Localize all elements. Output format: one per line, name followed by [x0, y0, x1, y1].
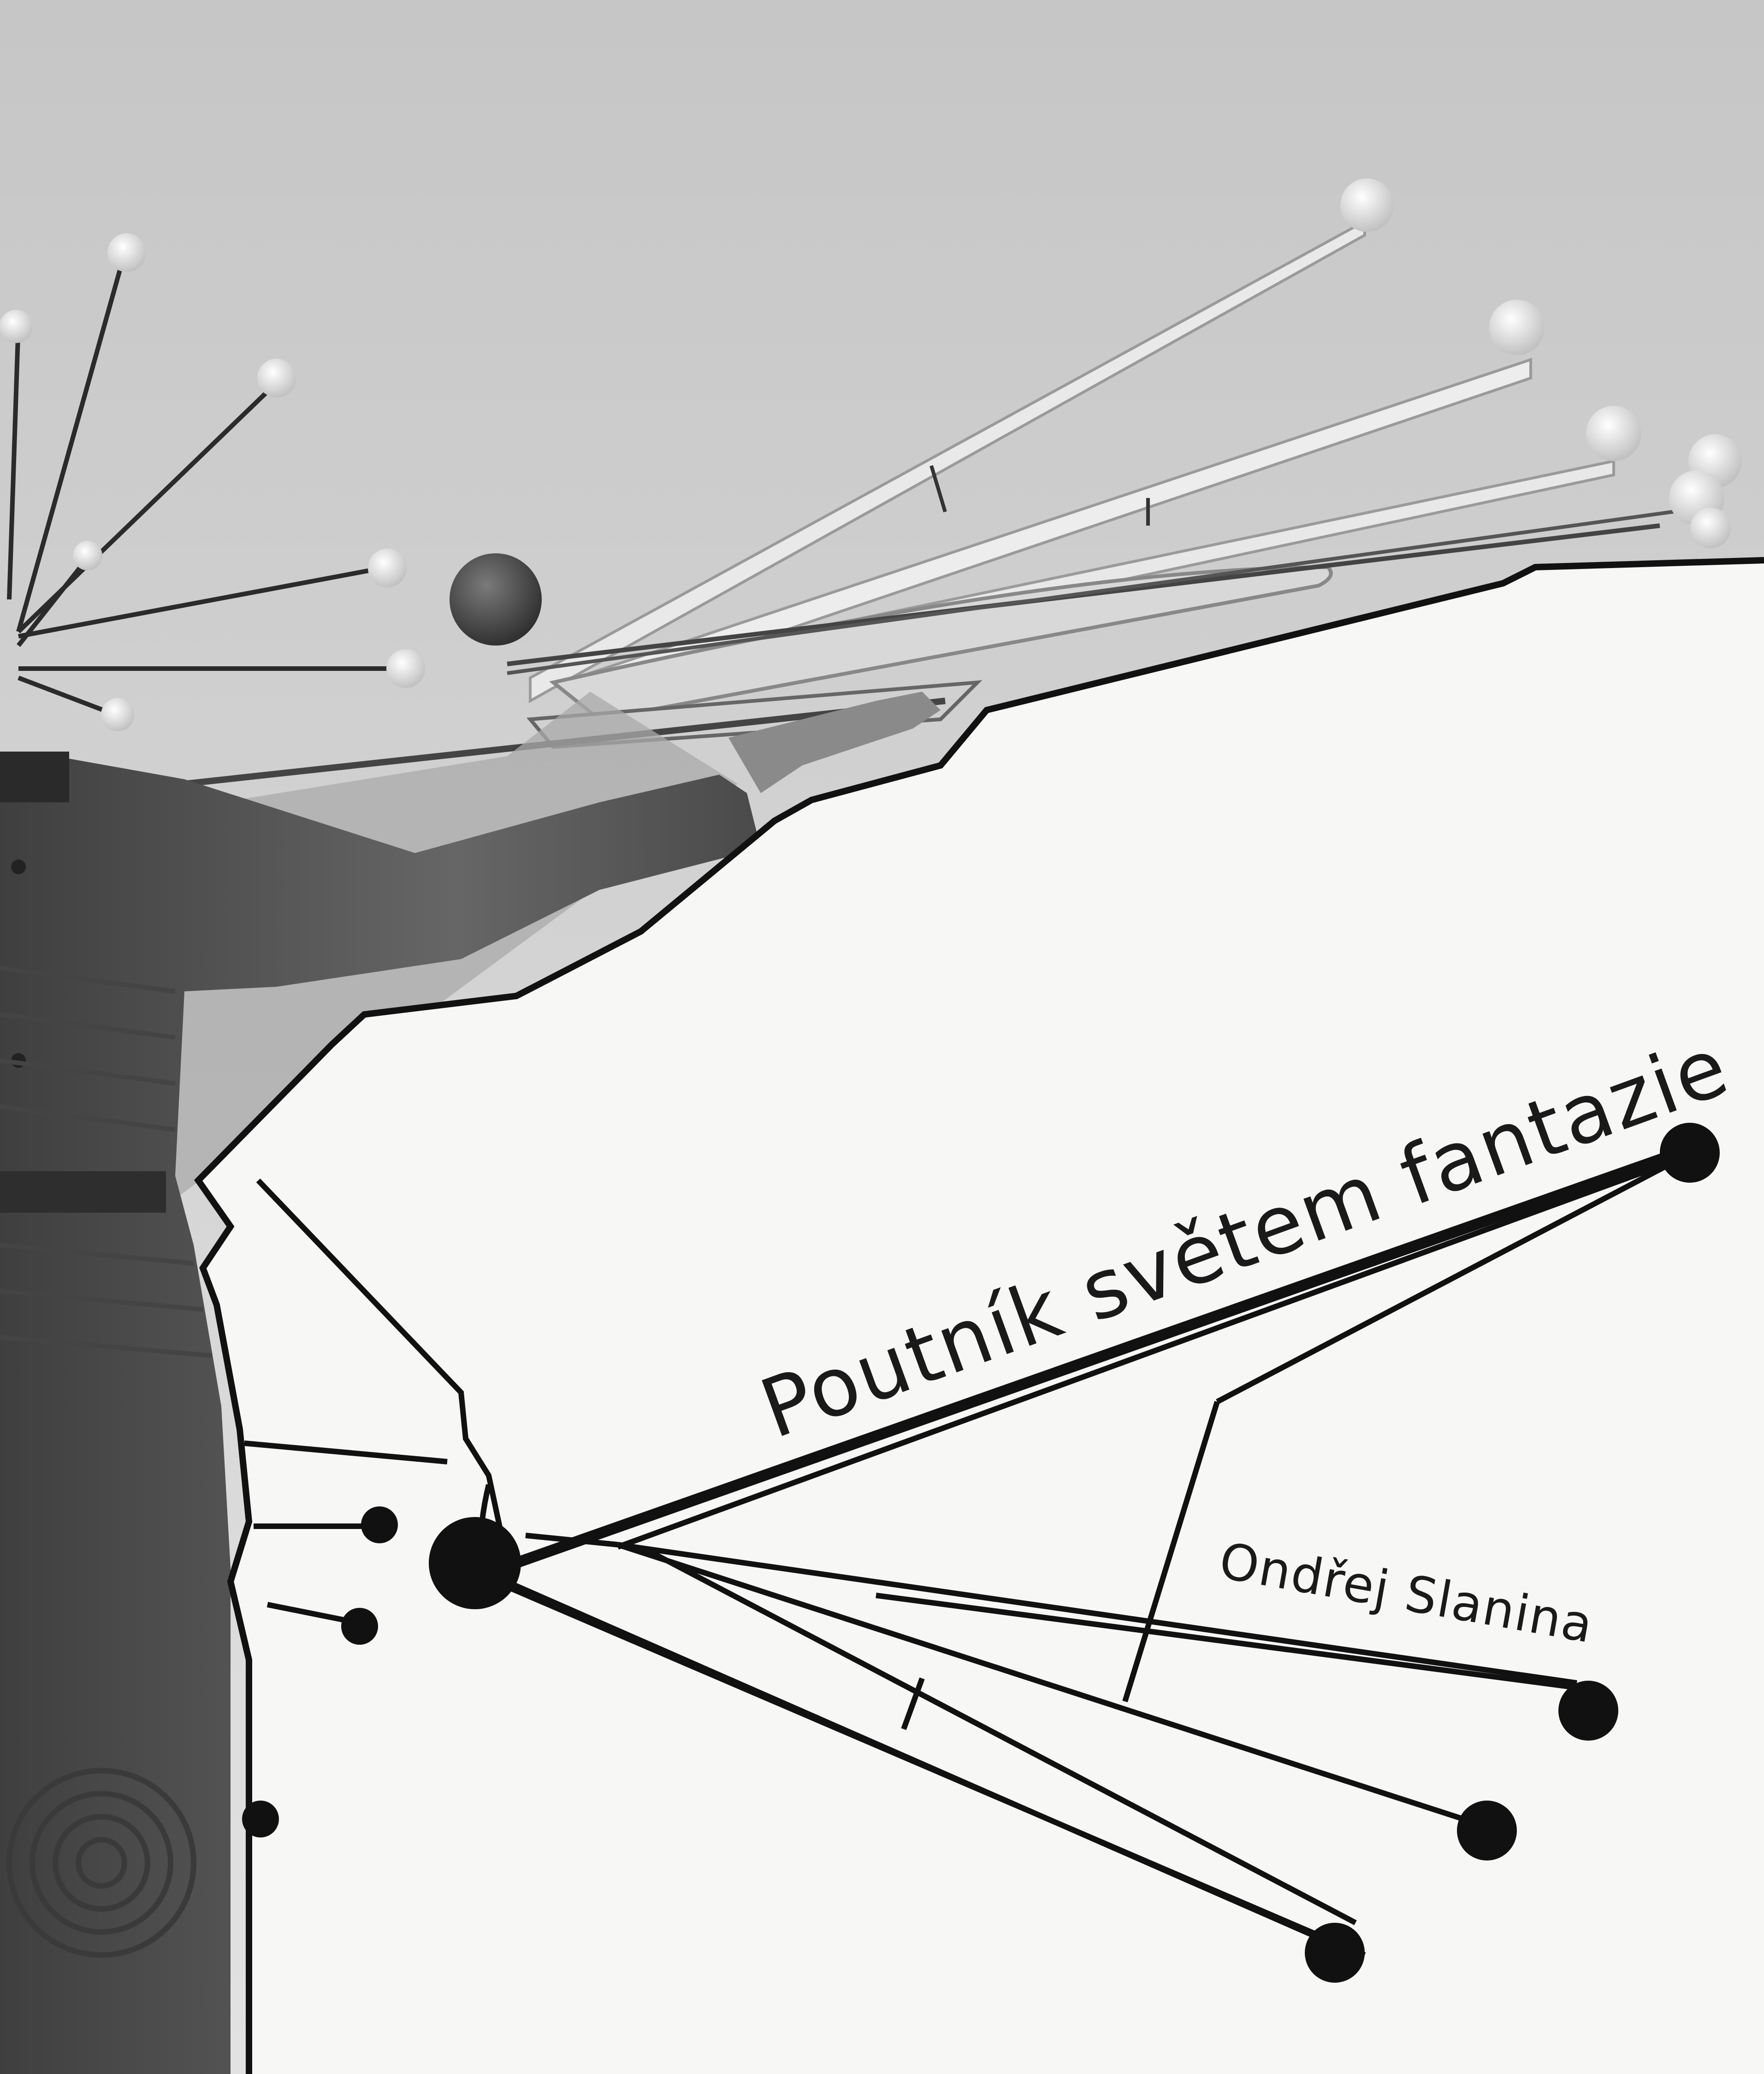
book-title: Poutník světem fantazie	[749, 1019, 1741, 1457]
book-author: Ondřej Slanina	[1215, 1532, 1598, 1655]
node-left-1	[361, 1506, 398, 1543]
fan-structure	[184, 219, 1706, 787]
node-left-3	[242, 1801, 279, 1837]
antenna-rods	[7, 253, 406, 717]
node-top-right	[1660, 1123, 1720, 1183]
title-baseline	[501, 1143, 1694, 1573]
node-right-2	[1457, 1801, 1517, 1861]
node-main	[429, 1517, 521, 1609]
circuit-nodes	[242, 1123, 1720, 1983]
fan-balls	[1340, 178, 1742, 548]
circuit-lines	[244, 1150, 1698, 1958]
node-right-3	[1305, 1923, 1365, 1983]
node-right-1	[1558, 1681, 1618, 1741]
node-left-2	[341, 1608, 378, 1645]
figure	[0, 692, 941, 2074]
antenna-balls	[0, 233, 542, 731]
cutout-outline	[194, 557, 1764, 2074]
